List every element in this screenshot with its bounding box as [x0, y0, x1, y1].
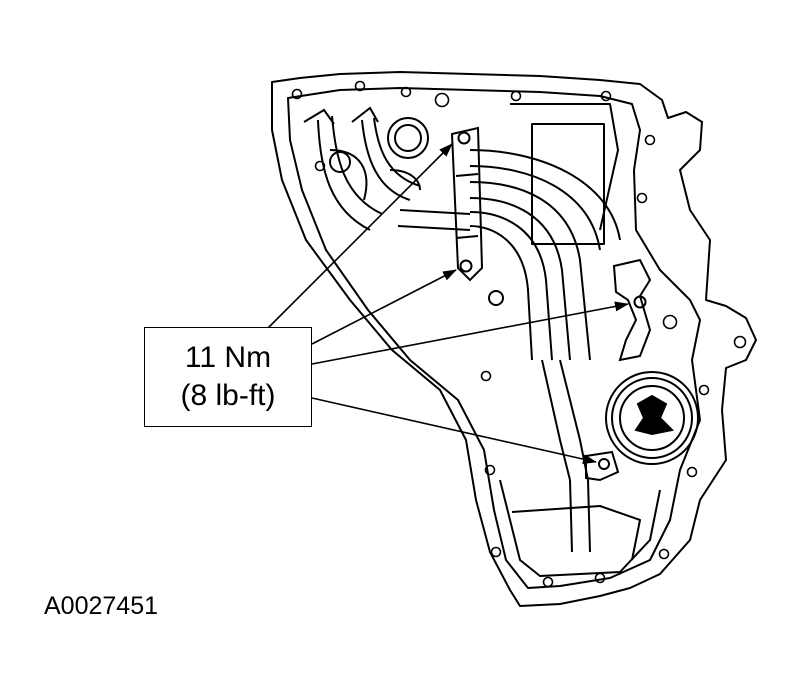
guide-tubes [397, 149, 621, 553]
right-bracket [612, 258, 652, 362]
flange-bolt-holes [291, 80, 747, 588]
torque-metric: 11 Nm [184, 341, 272, 374]
crankshaft-seal [605, 371, 699, 465]
torque-imperial: (8 lb-ft) [180, 379, 276, 412]
torque-callout: 11 Nm (8 lb-ft) [144, 327, 312, 427]
figure-id: A0027451 [44, 592, 159, 620]
lower-bracket [585, 450, 620, 482]
callout-leaders [267, 143, 629, 465]
upper-passages [303, 106, 429, 231]
tensioner-bracket [450, 126, 504, 306]
